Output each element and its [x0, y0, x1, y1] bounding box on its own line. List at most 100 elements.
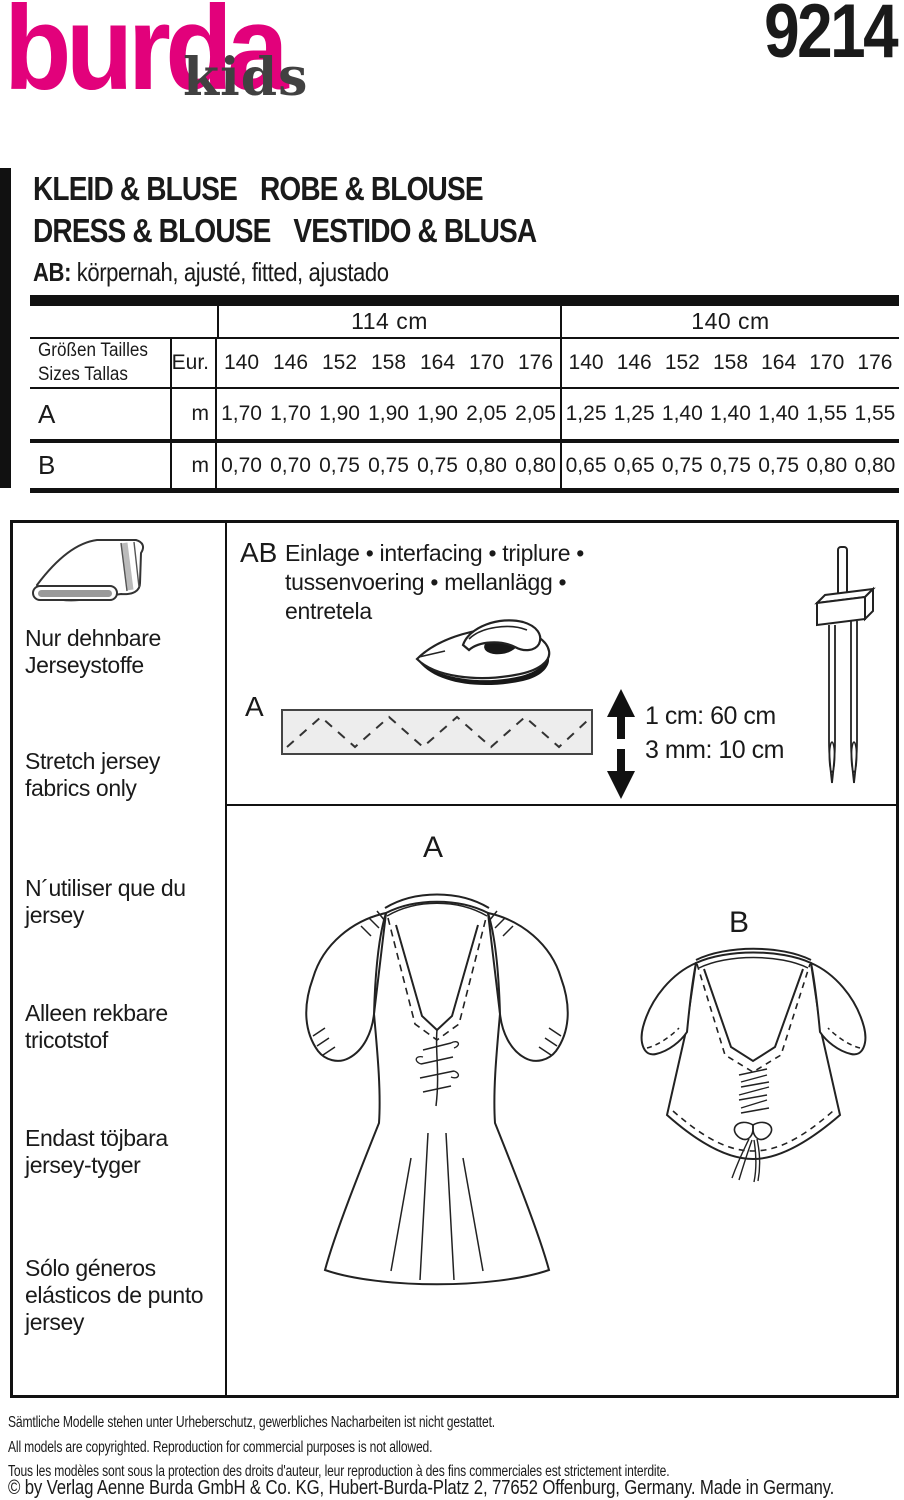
note-nl: Alleen rekbare tricotstof [25, 1000, 168, 1054]
corner-cell [30, 306, 217, 337]
note-en: Stretch jersey fabrics only [25, 748, 161, 802]
table-row-widths: 114 cm 140 cm [30, 306, 899, 337]
value-cell: 0,75 [661, 453, 703, 477]
strip-view-label: A [245, 691, 264, 722]
value-cell: 0,75 [417, 453, 458, 477]
title-fr: ROBE & BLOUSE [259, 170, 484, 207]
values-a-114: 1,70 1,70 1,90 1,90 1,90 2,05 2,05 [217, 389, 560, 439]
stretch-line-1: 1 cm: 60 cm [645, 702, 776, 730]
fit-text: körpernah, ajusté, fitted, ajustado [71, 257, 389, 287]
view-a-label: A [38, 398, 56, 429]
iron-icon [411, 599, 561, 699]
values-b-140: 0,65 0,65 0,75 0,75 0,75 0,80 0,80 [560, 443, 899, 488]
section-divider [225, 804, 896, 806]
left-edge-bar [0, 168, 11, 488]
size-col: 158 [712, 351, 749, 374]
pattern-number: 9214 [764, 0, 898, 74]
value-cell: 1,25 [613, 402, 655, 425]
value-cell: 0,75 [758, 453, 800, 477]
size-col: 164 [419, 351, 456, 374]
value-cell: 0,70 [270, 453, 311, 477]
values-b-114: 0,70 0,70 0,75 0,75 0,75 0,80 0,80 [217, 443, 560, 488]
size-col: 140 [568, 351, 604, 374]
value-cell: 1,70 [270, 402, 311, 425]
note-es: Sólo géneros elásticos de punto jersey [25, 1255, 204, 1336]
value-cell: 0,65 [565, 453, 607, 477]
note-de: Nur dehnbare Jerseystoffe [25, 625, 161, 679]
value-cell: 1,40 [758, 402, 800, 425]
title-line-1: KLEID & BLUSE ROBE & BLOUSE [33, 170, 484, 208]
publisher-line: © by Verlag Aenne Burda GmbH & Co. KG, H… [8, 1477, 835, 1499]
title-line-2: DRESS & BLOUSE VESTIDO & BLUSA [33, 212, 537, 250]
kids-logo: kids [183, 47, 309, 108]
interfacing-strip-graphic [281, 709, 593, 755]
copyright-fr: Tous les modèles sont sous la protection… [8, 1463, 670, 1480]
sizes-114-group: 140 146 152 158 164 170 176 [217, 339, 560, 387]
note-sv: Endast töjbara jersey-tyger [25, 1125, 168, 1179]
eur-label-cell: Eur. [170, 339, 217, 387]
size-col: 146 [616, 351, 652, 374]
size-col: 152 [321, 351, 358, 374]
size-col: 158 [370, 351, 407, 374]
size-col: 170 [809, 351, 845, 374]
twin-needle-icon [801, 543, 881, 793]
fit-views-label: AB: [33, 257, 72, 287]
dress-a-line-drawing [265, 868, 610, 1298]
value-cell: 0,80 [466, 453, 507, 477]
value-cell: 0,80 [806, 453, 848, 477]
value-cell: 1,90 [368, 402, 409, 425]
copyright-en: All models are copyrighted. Reproduction… [8, 1439, 433, 1456]
copyright-de: Sämtliche Modelle stehen unter Urhebersc… [8, 1414, 495, 1431]
size-col: 170 [468, 351, 505, 374]
table-top-bar [30, 295, 899, 306]
value-cell: 2,05 [466, 402, 507, 425]
value-cell: 1,55 [806, 402, 848, 425]
left-column-divider [225, 523, 227, 1395]
fabric-bolt-icon [21, 533, 171, 628]
size-col: 176 [517, 351, 554, 374]
size-col: 164 [761, 351, 797, 374]
size-col: 146 [272, 351, 309, 374]
drawing-b-label: B [729, 906, 750, 939]
view-b-label: B [38, 450, 56, 480]
stretch-line-2: 3 mm: 10 cm [645, 736, 784, 764]
instructions-box: Nur dehnbare Jerseystoffe Stretch jersey… [10, 520, 899, 1398]
interfacing-line-1: Einlage • interfacing • triplure • [285, 540, 585, 566]
value-cell: 1,70 [221, 402, 262, 425]
value-cell: 0,65 [613, 453, 655, 477]
interfacing-views-label: AB [240, 537, 278, 568]
interfacing-line-2: tussenvoering • mellanlägg • [285, 568, 567, 595]
value-cell: 0,75 [710, 453, 751, 477]
sizes-label-line2: Sizes Tallas [38, 364, 128, 385]
value-cell: 1,90 [417, 402, 458, 425]
value-cell: 1,40 [710, 402, 751, 425]
stretch-gauge-text: 1 cm: 60 cm 3 mm: 10 cm [645, 699, 784, 767]
interfacing-text: Einlage • interfacing • triplure • tusse… [285, 539, 584, 626]
note-fr: N´utiliser que du jersey [25, 875, 186, 929]
value-cell: 1,55 [854, 402, 896, 425]
size-col: 140 [223, 351, 260, 374]
value-cell: 1,40 [661, 402, 703, 425]
sizes-label-cell: Größen Tailles Sizes Tallas [30, 339, 170, 387]
title-es: VESTIDO & BLUSA [293, 212, 537, 249]
blouse-b-line-drawing [611, 935, 896, 1185]
fit-description: AB: körpernah, ajusté, fitted, ajustado [33, 257, 389, 288]
interfacing-line-3: entretela [285, 597, 372, 624]
value-cell: 1,90 [319, 402, 360, 425]
unit-cell: m [170, 389, 217, 439]
value-cell: 0,80 [515, 453, 556, 477]
width-140-header: 140 cm [560, 306, 899, 337]
value-cell: 0,80 [854, 453, 896, 477]
size-col: 176 [857, 351, 893, 374]
sizes-140-group: 140 146 152 158 164 170 176 [560, 339, 899, 387]
width-114-header: 114 cm [217, 306, 560, 337]
value-cell: 1,25 [565, 402, 607, 425]
value-cell: 0,70 [221, 453, 262, 477]
value-cell: 0,75 [368, 453, 409, 477]
table-row-view-b: B m 0,70 0,70 0,75 0,75 0,75 0,80 0,80 0… [30, 439, 899, 488]
value-cell: 2,05 [515, 402, 556, 425]
unit-cell: m [170, 443, 217, 488]
title-en: DRESS & BLOUSE [33, 212, 271, 249]
size-col: 152 [664, 351, 700, 374]
